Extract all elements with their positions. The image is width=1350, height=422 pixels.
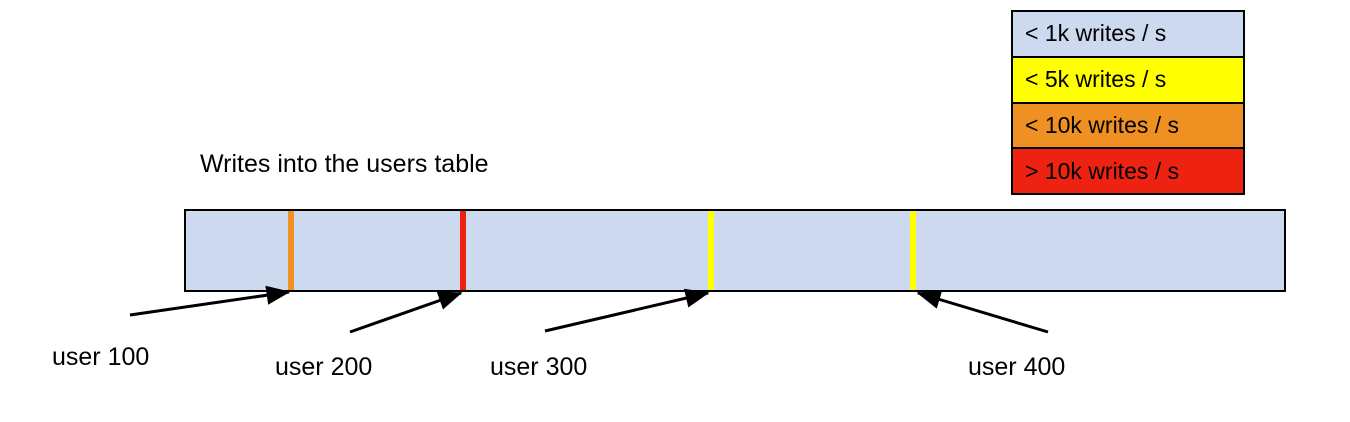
legend-label: < 5k writes / s — [1025, 66, 1167, 93]
hot-row-marker-user-300 — [708, 211, 714, 290]
legend-row-under-5k: < 5k writes / s — [1013, 57, 1243, 104]
users-table-range-bar — [184, 209, 1286, 292]
chart-title: Writes into the users table — [200, 150, 489, 178]
pointer-arrow-user-300 — [544, 288, 710, 333]
pointer-arrow-user-100 — [129, 285, 291, 317]
pointer-label-user-400: user 400 — [968, 353, 1066, 381]
hot-row-marker-user-100 — [288, 211, 294, 290]
legend: < 1k writes / s < 5k writes / s < 10k wr… — [1011, 10, 1245, 195]
pointer-label-user-200: user 200 — [275, 353, 373, 381]
legend-label: > 10k writes / s — [1025, 157, 1180, 184]
legend-label: < 1k writes / s — [1025, 20, 1167, 47]
hot-row-marker-user-400 — [910, 211, 916, 290]
hot-row-marker-user-200 — [460, 211, 466, 290]
pointer-arrow-user-200 — [349, 291, 463, 334]
pointer-label-user-100: user 100 — [52, 343, 150, 371]
legend-row-over-10k: > 10k writes / s — [1013, 149, 1243, 193]
legend-label: < 10k writes / s — [1025, 111, 1180, 138]
legend-row-under-10k: < 10k writes / s — [1013, 103, 1243, 150]
legend-row-under-1k: < 1k writes / s — [1013, 12, 1243, 58]
pointer-arrow-user-400 — [916, 290, 1049, 334]
pointer-label-user-300: user 300 — [490, 353, 588, 381]
